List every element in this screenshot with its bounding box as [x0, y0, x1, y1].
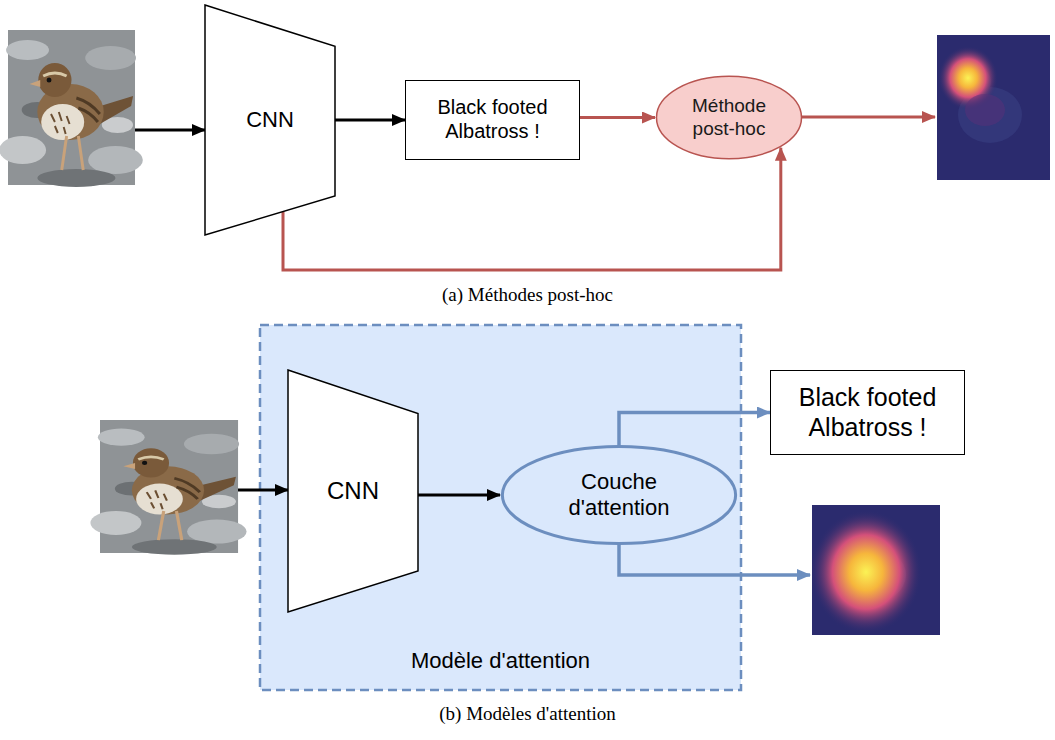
output-arrow: [619, 545, 810, 575]
node-text: Méthode post-hoc: [679, 95, 779, 140]
cnn-block: CNN: [205, 5, 335, 235]
node-text: Couche d'attention: [557, 469, 682, 521]
ellipse-shape: [656, 76, 801, 158]
model-region: Modèle d'attention CNN Couche d'attention: [260, 325, 741, 690]
node-text: Black footed Albatross !: [784, 383, 952, 442]
node-text: Modèle d'attention: [411, 648, 590, 674]
trapezoid-shape: [205, 5, 335, 235]
bird-photo: [90, 420, 246, 555]
flow-arrow: [580, 116, 655, 119]
node-text: CNN: [246, 107, 294, 133]
output-box: Black footed Albatross !: [405, 80, 580, 160]
input-arrow: [135, 129, 205, 132]
ellipse-shape: [502, 447, 735, 544]
dashed-region: [260, 325, 741, 690]
sub-caption: (b) Modèles d'attention: [0, 703, 1055, 725]
node-text: CNN: [327, 477, 379, 505]
output-box: Black footed Albatross !: [770, 370, 965, 455]
bird-photo: [0, 30, 143, 187]
sub-caption: (a) Méthodes post-hoc: [0, 284, 1055, 306]
heatmap: [937, 35, 1050, 180]
node-text: Black footed Albatross !: [425, 96, 560, 143]
method-ellipse: Méthode post-hoc: [655, 75, 803, 160]
flow-arrow: [283, 148, 781, 270]
input-arrow: [238, 489, 288, 492]
flow-arrow: [418, 494, 500, 497]
output-arrow: [790, 116, 935, 119]
heatmap: [812, 505, 940, 635]
flow-arrow: [335, 119, 405, 122]
cnn-block: CNN: [288, 370, 418, 612]
flow-arrow: [619, 413, 770, 446]
attention-ellipse: Couche d'attention: [500, 445, 738, 545]
trapezoid-shape: [288, 370, 418, 612]
